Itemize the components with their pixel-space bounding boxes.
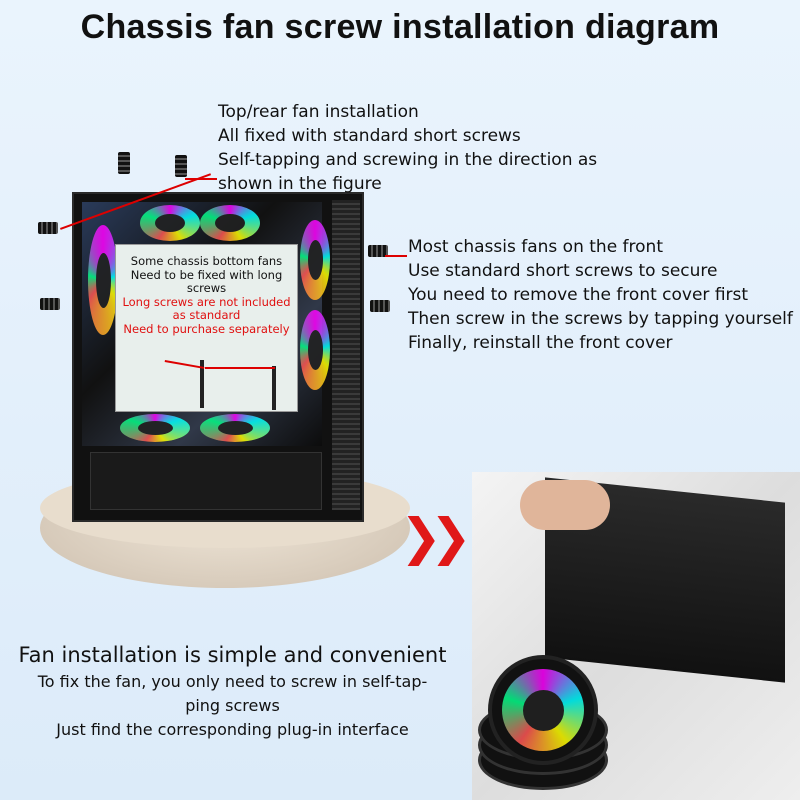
fan-front-1 xyxy=(300,220,330,300)
double-chevron-right-icon: ❯❯ xyxy=(400,508,472,566)
callout-line: Some chassis bottom fans xyxy=(130,254,283,268)
instruction-line: Use standard short screws to secure xyxy=(408,261,718,281)
summary-heading: Fan installation is simple and convenien… xyxy=(18,643,447,667)
fan-front-2 xyxy=(300,310,330,390)
callout-line: screws xyxy=(186,281,227,295)
callout-line: Need to be fixed with long xyxy=(130,267,283,282)
photo-hand xyxy=(520,480,610,530)
front-fan-instructions: Most chassis fans on the front Use stand… xyxy=(408,235,793,355)
case-front-mesh xyxy=(332,200,360,510)
rgb-fan-icon xyxy=(488,655,598,765)
top-fan-instructions: Top/rear fan installation All fixed with… xyxy=(218,100,597,196)
screw-icon xyxy=(370,300,390,312)
callout-warning-line: as standard xyxy=(172,308,241,322)
long-screw-icon xyxy=(272,366,276,410)
instruction-line: Most chassis fans on the front xyxy=(408,237,663,257)
bottom-fan-callout: Some chassis bottom fans Need to be fixe… xyxy=(115,244,298,412)
instruction-line: Self-tapping and screwing in the directi… xyxy=(218,150,598,170)
summary-line: ping screws xyxy=(185,696,280,715)
instruction-line: Finally, reinstall the front cover xyxy=(408,333,673,353)
long-screw-icon xyxy=(200,360,204,408)
screw-icon xyxy=(40,298,60,310)
instruction-line: You need to remove the front cover first xyxy=(408,285,749,305)
pointer-line xyxy=(205,367,275,369)
screw-icon xyxy=(38,222,58,234)
instruction-line: Top/rear fan installation xyxy=(218,102,419,122)
page-title: Chassis fan screw installation diagram xyxy=(80,8,720,46)
fan-bottom-2 xyxy=(200,414,270,442)
fan-top-1 xyxy=(140,205,200,241)
instruction-line: Then screw in the screws by tapping your… xyxy=(408,309,793,329)
screw-icon xyxy=(368,245,388,257)
instruction-line: shown in the figure xyxy=(218,174,382,194)
screw-icon xyxy=(118,152,130,174)
summary-line: Just find the corresponding plug-in inte… xyxy=(56,720,409,739)
fan-rear xyxy=(88,225,118,335)
instruction-line: All fixed with standard short screws xyxy=(218,126,521,146)
summary-line: To fix the fan, you only need to screw i… xyxy=(37,672,428,691)
callout-warning-line: Long screws are not included xyxy=(122,294,291,309)
fan-top-2 xyxy=(200,205,260,241)
pointer-line xyxy=(185,178,217,180)
bottom-summary: Fan installation is simple and convenien… xyxy=(10,640,455,742)
pointer-line xyxy=(385,255,407,257)
fan-bottom-1 xyxy=(120,414,190,442)
psu-shroud xyxy=(90,452,322,510)
callout-warning-line: Need to purchase separately xyxy=(123,321,290,336)
screw-icon xyxy=(175,155,187,177)
